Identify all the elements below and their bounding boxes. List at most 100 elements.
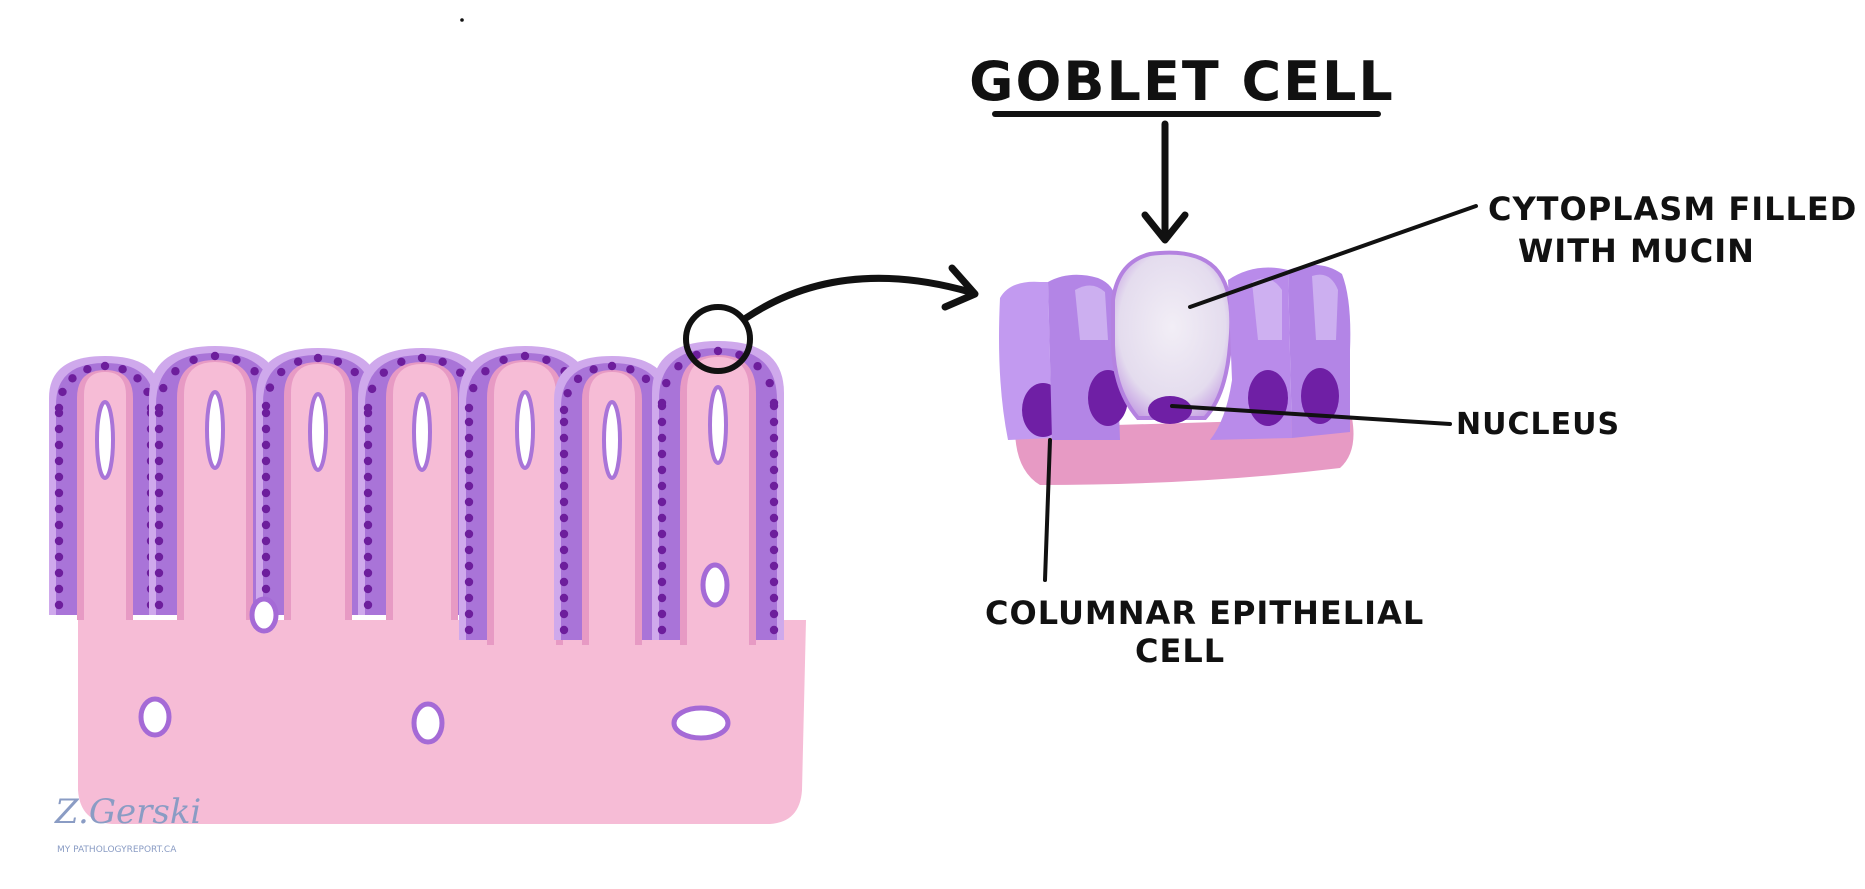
epithelial-nucleus-dot (657, 609, 667, 619)
epithelial-nucleus-dot (159, 383, 168, 393)
zoomed-epithelium (999, 250, 1354, 485)
columnar-cell (1210, 267, 1292, 440)
epithelial-nucleus-dot (657, 481, 667, 491)
epithelial-nucleus-dot (250, 367, 259, 376)
epithelial-nucleus-dot (313, 353, 323, 363)
signature-name: Z.Gerski (54, 792, 201, 832)
title-group: GOBLET CELL (969, 50, 1395, 244)
epithelial-nucleus-dot (350, 367, 359, 377)
epithelial-nucleus-dot (154, 440, 164, 450)
cytoplasm-label-line1: CYTOPLASM FILLED (1488, 190, 1857, 228)
epithelial-nucleus-dot (657, 449, 667, 459)
epithelial-nucleus-dot (559, 497, 569, 507)
epithelial-nucleus-dot (464, 577, 474, 587)
epithelial-nucleus-dot (769, 545, 779, 555)
diagram-title: GOBLET CELL (969, 50, 1395, 113)
epithelial-nucleus-dot (464, 529, 474, 539)
epithelial-nucleus-dot (589, 365, 598, 374)
epithelial-nucleus-dot (769, 577, 779, 587)
villus-lacteal (708, 385, 728, 465)
epithelial-nucleus-dot (210, 351, 220, 361)
epithelial-nucleus-dot (657, 513, 667, 523)
villus-lacteal (515, 390, 535, 470)
epithelial-nucleus-dot (154, 600, 164, 610)
epithelial-nucleus-dot (657, 577, 667, 587)
title-arrow-head (1141, 211, 1189, 244)
epithelial-nucleus-dot (189, 355, 198, 365)
epithelial-nucleus-dot (438, 357, 447, 367)
zoom-arrow (742, 274, 974, 322)
epithelial-nucleus-dot (464, 513, 474, 523)
epithelial-nucleus-dot (261, 536, 271, 546)
epithelial-nucleus-dot (559, 405, 569, 415)
epithelial-nucleus-dot (713, 346, 723, 356)
epithelial-nucleus-dot (464, 545, 474, 555)
stroma-vessel (671, 705, 731, 741)
epithelial-nucleus-dot (573, 374, 583, 384)
epithelial-nucleus-dot (363, 520, 373, 530)
epithelial-nucleus-dot (674, 362, 683, 371)
epithelial-nucleus-dot (769, 513, 779, 523)
epithelial-nucleus-dot (769, 497, 779, 507)
cytoplasm-label-line2: WITH MUCIN (1518, 232, 1755, 270)
epithelial-nucleus-dot (464, 403, 474, 413)
epithelial-nucleus-dot (154, 403, 164, 413)
epithelial-nucleus-dot (154, 552, 164, 562)
epithelial-nucleus-dot (379, 368, 389, 377)
stray-dot (460, 18, 464, 22)
villus-stroma (589, 372, 635, 645)
epithelial-nucleus-dot (464, 417, 474, 427)
epithelial-nucleus-dot (154, 504, 164, 514)
epithelial-nucleus-dot (118, 364, 127, 374)
epithelial-nucleus-dot (154, 584, 164, 594)
epithelial-nucleus-dot (559, 593, 569, 603)
epithelial-nucleus-dot (363, 584, 373, 594)
epithelial-nucleus-dot (154, 488, 164, 498)
columnar-label-line1: COLUMNAR EPITHELIAL (985, 594, 1424, 632)
epithelial-nucleus-dot (154, 536, 164, 546)
epithelial-nucleus-dot (559, 609, 569, 619)
epithelial-nucleus-dot (261, 424, 271, 434)
epithelial-nucleus-dot (469, 383, 478, 393)
epithelial-nucleus-dot (657, 561, 667, 571)
epithelial-nucleus-dot (54, 552, 64, 562)
epithelial-nucleus-dot (657, 465, 667, 475)
epithelial-nucleus-dot (333, 357, 343, 366)
epithelial-nucleus-dot (363, 568, 373, 578)
villus-stroma (687, 357, 749, 645)
epithelial-nucleus-dot (769, 449, 779, 459)
epithelial-nucleus-dot (559, 513, 569, 523)
epithelial-nucleus-dot (455, 368, 465, 377)
epithelial-nucleus-dot (417, 353, 427, 363)
epithelial-nucleus-dot (363, 456, 373, 466)
epithelial-nucleus-dot (363, 552, 373, 562)
villus-stroma (84, 372, 126, 620)
cell-nucleus (1248, 370, 1288, 426)
goblet-cell (1111, 250, 1234, 424)
epithelial-nucleus-dot (133, 374, 142, 383)
epithelial-nucleus-dot (626, 365, 635, 374)
villus-lacteal (308, 392, 328, 472)
villus-stroma (184, 362, 246, 620)
epithelial-nucleus-dot (559, 465, 569, 475)
epithelial-nucleus-dot (58, 387, 67, 397)
zoom-arrow-head (941, 264, 979, 311)
cytoplasm-pointer (1188, 204, 1478, 309)
epithelial-nucleus-dot (769, 593, 779, 603)
columnar-cell (1288, 264, 1351, 438)
epithelial-nucleus-dot (520, 351, 530, 361)
epithelial-nucleus-dot (261, 408, 271, 418)
villus-lacteal (95, 400, 115, 480)
epithelial-nucleus-dot (367, 384, 377, 394)
villus-stroma (494, 362, 556, 645)
nucleus-pointer (1170, 404, 1452, 426)
epithelial-nucleus-dot (54, 584, 64, 594)
epithelial-nucleus-dot (261, 488, 271, 498)
epithelial-nucleus-dot (68, 374, 77, 383)
epithelial-nucleus-dot (232, 355, 241, 365)
epithelial-nucleus-dot (261, 440, 271, 450)
epithelial-nucleus-dot (769, 433, 779, 443)
epithelial-nucleus-dot (54, 424, 64, 434)
epithelial-nucleus-dot (363, 536, 373, 546)
